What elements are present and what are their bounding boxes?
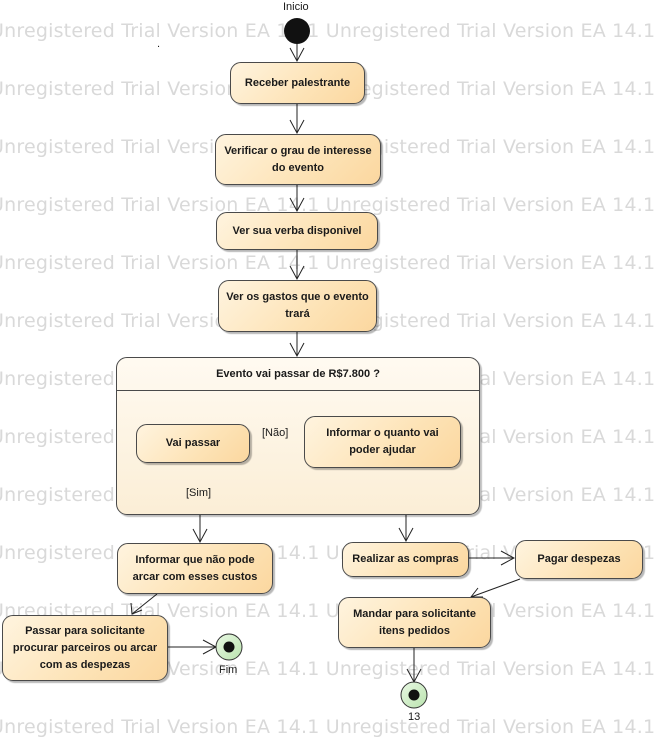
arrow-head: [469, 587, 483, 598]
arrow-head: [289, 265, 305, 281]
final-node-fim: [215, 633, 243, 661]
arrow-head: [289, 47, 305, 63]
action-label: Vai passar: [165, 437, 221, 449]
action-informar-nao-pode[interactable]: Informar que não pode arcar com esses cu…: [117, 543, 273, 594]
action-label: Ver os gastos que o evento trará: [226, 291, 369, 320]
action-label: Informar o quanto vai poder ajudar: [326, 427, 439, 456]
start-label: Inicio: [283, 1, 309, 13]
arrow-head: [289, 342, 305, 358]
action-label: Receber palestrante: [244, 76, 351, 89]
guard-nao: [Não]: [262, 427, 289, 439]
region-title: Evento vai passar de R$7.800 ?: [216, 368, 380, 380]
action-informar-quanto[interactable]: Informar o quanto vai poder ajudar: [304, 416, 461, 468]
action-ver-verba[interactable]: Ver sua verba disponivel: [216, 212, 378, 250]
flow-edge: [470, 578, 521, 598]
arrow-head: [192, 528, 208, 544]
action-label: Mandar para solicitante itens pedidos: [353, 607, 476, 637]
flow-edge: [131, 593, 158, 615]
stray-dot: .: [157, 38, 161, 50]
arrow-head: [289, 197, 305, 213]
action-label: Ver sua verba disponivel: [232, 224, 362, 237]
arrow-head: [289, 119, 305, 135]
region-divider: [117, 390, 479, 391]
initial-node: [284, 18, 310, 44]
action-realizar-compras[interactable]: Realizar as compras: [342, 542, 469, 577]
action-ver-gastos[interactable]: Ver os gastos que o evento trará: [218, 280, 377, 332]
action-vai-passar[interactable]: Vai passar: [136, 424, 250, 463]
action-pagar-despezas[interactable]: Pagar despezas: [515, 540, 643, 579]
arrow-head: [500, 550, 516, 566]
arrow-head: [130, 602, 143, 615]
action-label: Informar que não pode arcar com esses cu…: [132, 553, 258, 583]
guard-sim: [Sim]: [186, 487, 212, 499]
action-label: Realizar as compras: [352, 553, 459, 565]
action-label: Pagar despezas: [537, 553, 621, 565]
action-label: Passar para solicitante procurar parceir…: [12, 624, 158, 671]
action-mandar-itens[interactable]: Mandar para solicitante itens pedidos: [338, 597, 491, 648]
arrow-head: [398, 527, 414, 543]
action-passar-solicitante[interactable]: Passar para solicitante procurar parceir…: [2, 615, 168, 681]
action-label: Verificar o grau de interesse do evento: [224, 144, 372, 174]
action-verificar-interesse[interactable]: Verificar o grau de interesse do evento: [215, 134, 381, 185]
final-node-13: [400, 681, 428, 709]
end-label-13: 13: [408, 711, 421, 723]
fim-label: Fim: [219, 664, 238, 676]
action-receber-palestrante[interactable]: Receber palestrante: [230, 62, 365, 104]
